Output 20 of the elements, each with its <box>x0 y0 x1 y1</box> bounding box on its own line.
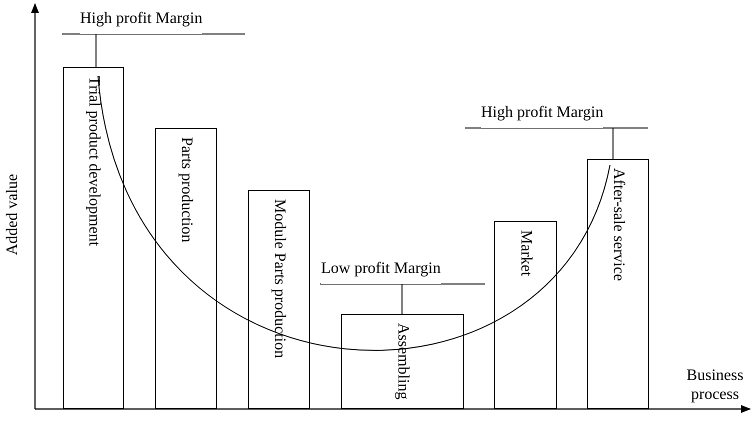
bar-label: Trial product development <box>84 76 102 246</box>
leader-line <box>62 34 246 68</box>
axis-label: Added value <box>3 174 22 256</box>
bar-label: After-sale service <box>609 168 627 281</box>
leader-line <box>320 284 486 314</box>
axis-label: Business process <box>686 366 744 404</box>
callout-label: High profit Margin <box>80 9 202 34</box>
bar-label: Module Parts production <box>270 199 288 358</box>
bar-label: Market <box>516 230 534 276</box>
bar-label: Parts production <box>177 137 195 242</box>
bar <box>494 221 557 409</box>
callout-label: High profit Margin <box>481 103 604 128</box>
bar <box>587 159 649 409</box>
bar-label: Assembling <box>394 323 412 400</box>
bar <box>155 128 217 409</box>
leader-line <box>464 128 648 160</box>
bar <box>341 314 464 409</box>
callout-label: Low profit Margin <box>321 259 441 284</box>
bar <box>63 67 124 409</box>
bar <box>248 190 310 409</box>
